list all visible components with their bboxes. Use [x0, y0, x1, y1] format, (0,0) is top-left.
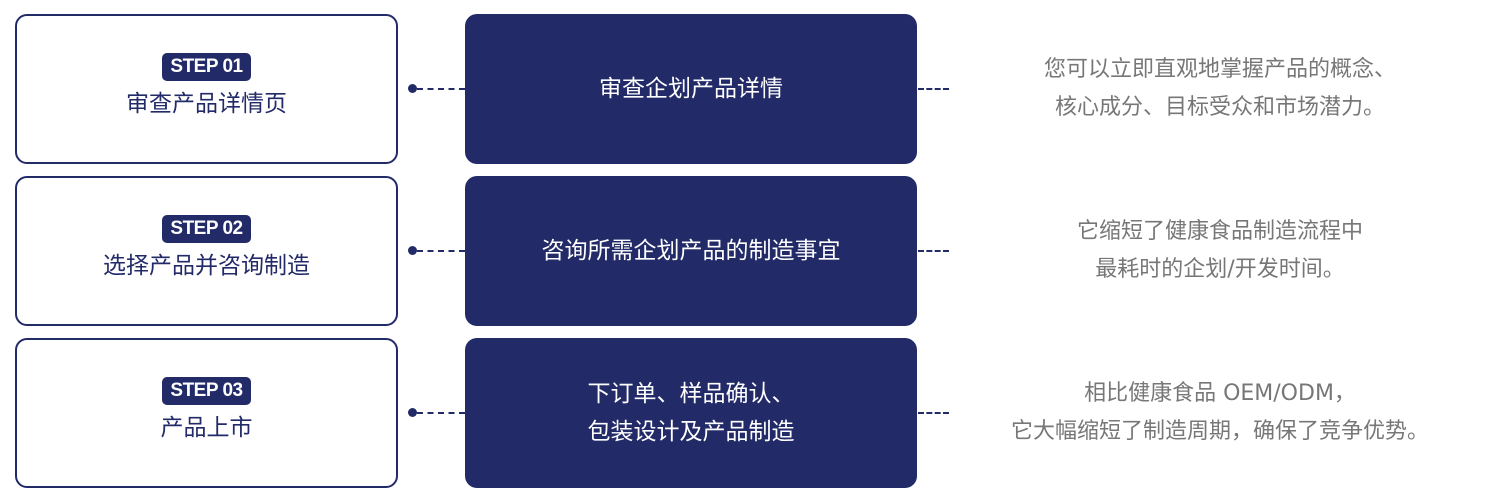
- step-title: 选择产品并咨询制造: [103, 253, 310, 279]
- action-text-line: 咨询所需企划产品的制造事宜: [541, 238, 841, 264]
- connector-dashed-line: [417, 250, 465, 252]
- step-row-3: STEP 03 产品上市 下订单、样品确认、 包装设计及产品制造 相比健康食品 …: [0, 338, 1504, 488]
- connector-dashed-line: [918, 412, 949, 414]
- action-box-2: 咨询所需企划产品的制造事宜: [465, 176, 917, 326]
- step-title: 审查产品详情页: [126, 91, 287, 117]
- connector-dashed-line: [417, 412, 465, 414]
- connector-dashed-line: [918, 250, 949, 252]
- action-text-line: 审查企划产品详情: [599, 76, 783, 102]
- step-description-1: 您可以立即直观地掌握产品的概念、 核心成分、目标受众和市场潜力。: [960, 14, 1480, 164]
- action-box-1: 审查企划产品详情: [465, 14, 917, 164]
- step-box-2: STEP 02 选择产品并咨询制造: [15, 176, 398, 326]
- action-text-line: 下订单、样品确认、: [587, 381, 795, 407]
- description-line: 您可以立即直观地掌握产品的概念、: [1043, 57, 1396, 82]
- step-description-3: 相比健康食品 OEM/ODM， 它大幅缩短了制造周期，确保了竞争优势。: [960, 338, 1480, 488]
- step-row-2: STEP 02 选择产品并咨询制造 咨询所需企划产品的制造事宜 它缩短了健康食品…: [0, 176, 1504, 326]
- description-line: 相比健康食品 OEM/ODM，: [1084, 381, 1356, 406]
- description-line: 核心成分、目标受众和市场潜力。: [1054, 95, 1385, 120]
- description-line: 最耗时的企划/开发时间。: [1095, 257, 1345, 282]
- action-text-line: 包装设计及产品制造: [587, 419, 795, 445]
- step-badge: STEP 01: [162, 53, 251, 81]
- description-line: 它大幅缩短了制造周期，确保了竞争优势。: [1010, 419, 1429, 444]
- connector-dot-icon: [408, 408, 417, 417]
- connector-dashed-line: [918, 88, 949, 90]
- step-title: 产品上市: [160, 415, 253, 441]
- step-badge: STEP 03: [162, 377, 251, 405]
- connector-dot-icon: [408, 84, 417, 93]
- step-box-3: STEP 03 产品上市: [15, 338, 398, 488]
- connector-dashed-line: [417, 88, 465, 90]
- description-line: 它缩短了健康食品制造流程中: [1076, 219, 1363, 244]
- connector-dot-icon: [408, 246, 417, 255]
- step-badge: STEP 02: [162, 215, 251, 243]
- step-box-1: STEP 01 审查产品详情页: [15, 14, 398, 164]
- step-row-1: STEP 01 审查产品详情页 审查企划产品详情 您可以立即直观地掌握产品的概念…: [0, 14, 1504, 164]
- action-box-3: 下订单、样品确认、 包装设计及产品制造: [465, 338, 917, 488]
- step-description-2: 它缩短了健康食品制造流程中 最耗时的企划/开发时间。: [960, 176, 1480, 326]
